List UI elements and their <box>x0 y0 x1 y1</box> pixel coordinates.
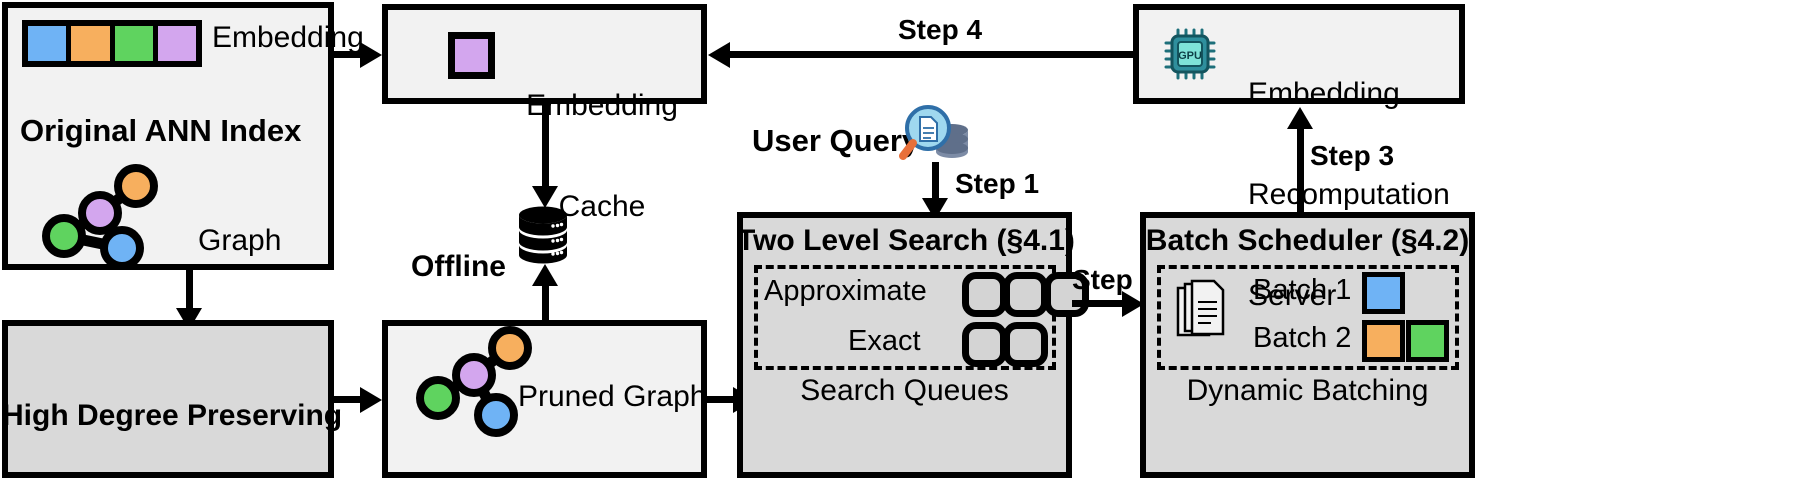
approximate-row-label: Approximate <box>764 275 927 307</box>
recomputation-server-line2: Recomputation <box>1248 177 1450 211</box>
search-queues-footer: Search Queues <box>800 374 1009 407</box>
embedding-swatch-purple <box>157 26 196 61</box>
embedding-cache-line2: Cache <box>558 189 646 223</box>
batch-1-swatch-blue <box>1362 272 1405 314</box>
approximate-slot-3 <box>1044 272 1089 317</box>
embedding-swatch-orange <box>71 26 115 61</box>
embedding-recomputation-server-box <box>1133 4 1465 104</box>
recomputation-server-line1: Embedding <box>1248 77 1400 111</box>
step4-arrow-line <box>730 51 1133 58</box>
documents-stack-icon <box>1176 279 1230 344</box>
step1-arrow-line <box>932 162 939 200</box>
arrow-index-to-cache-head <box>360 42 382 68</box>
database-cylinder-icon <box>518 206 568 264</box>
approximate-slot-2 <box>1003 272 1048 317</box>
step2-arrow-head <box>1122 291 1144 317</box>
original-graph-illustration <box>38 164 178 270</box>
graph-label: Graph <box>198 224 282 257</box>
offline-storage-line1: Offline <box>411 250 506 284</box>
approximate-slot-1 <box>962 272 1007 317</box>
exact-row-label: Exact <box>848 325 921 357</box>
pruned-graph-label: Pruned Graph <box>518 380 707 413</box>
step4-arrow-head <box>708 42 730 68</box>
exact-slot-2 <box>1003 322 1048 367</box>
arrow-cache-to-storage-line <box>542 104 549 188</box>
embedding-swatch-blue <box>28 26 72 61</box>
step4-label: Step 4 <box>898 14 983 45</box>
arrow-pruned-to-storage-line <box>542 285 549 330</box>
batch-2-swatch-green <box>1406 320 1449 362</box>
pruned-graph-illustration <box>412 326 552 440</box>
arrow-index-to-cache-line <box>334 51 362 58</box>
arrow-cache-to-storage-head <box>532 186 558 208</box>
graph-pruning-box <box>2 320 334 478</box>
user-query-label: User Query <box>752 123 920 158</box>
step3-label: Step 3 <box>1310 140 1395 171</box>
arrow-pruned-to-storage-head <box>532 264 558 286</box>
recomputation-server-line3: Server <box>1248 278 1337 312</box>
batch-2-label: Batch 2 <box>1253 322 1352 354</box>
arrow-index-to-pruning-line <box>186 270 193 310</box>
embedding-cache-line1: Embedding <box>526 89 678 123</box>
embedding-swatch-green <box>114 26 158 61</box>
embedding-cache-title: Embedding Cache <box>512 22 692 291</box>
embedding-cache-box <box>382 4 707 104</box>
batch-1-label: Batch 1 <box>1253 274 1352 306</box>
original-ann-index-title: Original ANN Index <box>20 113 302 148</box>
embedding-cache-swatch-icon <box>448 32 495 79</box>
embedding-label: Embedding <box>212 21 364 54</box>
arrow-pruning-to-pruned-line <box>334 396 362 403</box>
gpu-chip-icon: GPU <box>1164 28 1220 80</box>
step3-arrow-head <box>1287 107 1313 129</box>
dynamic-batching-footer: Dynamic Batching <box>1186 374 1429 407</box>
graph-pruning-title: High Degree Preserving Graph Pruning (§5… <box>2 332 343 481</box>
batch-scheduler-title: Batch Scheduler (§4.2) <box>1145 224 1470 257</box>
step3-arrow-line <box>1297 128 1304 212</box>
query-search-database-icon <box>899 104 972 168</box>
gpu-chip-icon-text: GPU <box>1178 50 1202 62</box>
step1-label: Step 1 <box>955 168 1040 199</box>
embedding-swatch-strip <box>22 20 202 67</box>
batch-2-swatch-orange <box>1362 320 1405 362</box>
exact-slot-1 <box>962 322 1007 367</box>
arrow-pruned-to-search-line <box>707 396 735 403</box>
search-queues-dashed-panel <box>754 265 1056 370</box>
step2-arrow-line <box>1072 300 1124 307</box>
arrow-pruning-to-pruned-head <box>360 387 382 413</box>
dynamic-batching-dashed-panel <box>1157 265 1459 370</box>
graph-pruning-line1: High Degree Preserving <box>2 399 343 433</box>
recomputation-server-title: Embedding Recomputation Server <box>1248 10 1450 380</box>
two-level-search-title: Two Level Search (§4.1) <box>737 224 1075 257</box>
